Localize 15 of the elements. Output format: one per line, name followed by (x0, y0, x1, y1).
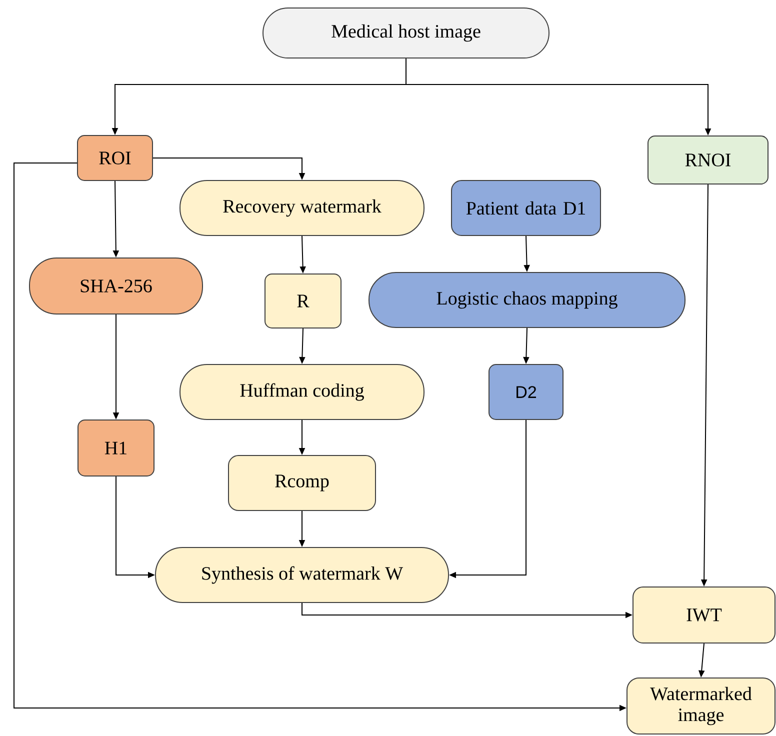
process-box: Logistic chaos mapping (368, 272, 686, 328)
process-box: Watermarked image (626, 678, 776, 734)
process-box: Medical host image (262, 8, 550, 58)
process-box: H1 (78, 420, 154, 476)
process-box: Synthesis of watermark W (155, 547, 449, 603)
process-box: RNOI (648, 136, 768, 184)
process-box: ROI (77, 135, 153, 181)
process-box: Patient data D1 (451, 180, 601, 236)
process-box: R (264, 274, 342, 328)
process-box: D2 (488, 364, 564, 420)
process-box: Rcomp (228, 455, 376, 511)
process-box: Huffman coding (180, 364, 424, 420)
process-box: SHA-256 (29, 258, 203, 314)
process-box: IWT (632, 586, 776, 644)
process-box: Recovery watermark (180, 180, 424, 236)
